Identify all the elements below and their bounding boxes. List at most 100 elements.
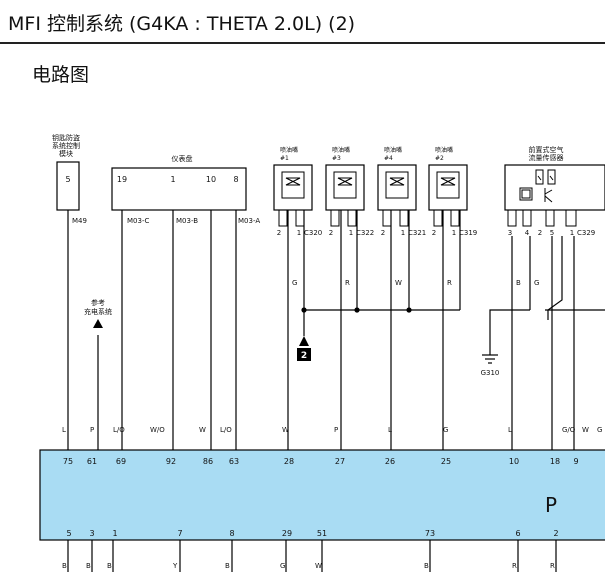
connector-label: C319	[459, 229, 477, 237]
connector-icon	[330, 210, 357, 227]
pin-number: 1	[570, 229, 574, 237]
wire-color: W	[395, 279, 402, 287]
wire-color: R	[512, 562, 517, 570]
ecm-pin: 61	[87, 457, 97, 466]
immobilizer-module: 钥匙防盗 系统控制 模块 5 M49	[52, 133, 87, 225]
component-label: 流量传感器	[529, 153, 564, 162]
splice-dots	[301, 307, 412, 313]
connector-label: M03-B	[176, 217, 198, 225]
ecm-pin: 92	[166, 457, 176, 466]
connector-label: M03-A	[238, 217, 260, 225]
pin-number: 2	[277, 229, 281, 237]
ecm-pin: 3	[89, 529, 94, 538]
wire-color: W/O	[150, 426, 165, 434]
connector-label: C322	[356, 229, 374, 237]
connector-label: C321	[408, 229, 426, 237]
ground: G310	[481, 354, 500, 377]
wire-color: R	[550, 562, 555, 570]
splice-reference: 2	[297, 336, 311, 361]
ecm-pin: 9	[573, 457, 578, 466]
wire-color: B	[107, 562, 112, 570]
pin-number: 1	[401, 229, 405, 237]
pin-number: 2	[381, 229, 385, 237]
wire-color: L	[62, 426, 66, 434]
connector-label: C329	[577, 229, 595, 237]
ecm-pin: 73	[425, 529, 435, 538]
wire-color: W	[582, 426, 589, 434]
ecm-pin: 7	[177, 529, 182, 538]
wire-color: B	[424, 562, 429, 570]
component-label: 钥匙防盗	[52, 133, 80, 142]
wire-color: B	[516, 279, 521, 287]
component-label: 喷油嘴	[435, 146, 453, 154]
ecm-pin: 6	[515, 529, 520, 538]
valve-icon	[440, 177, 456, 186]
wire-color: L	[508, 426, 512, 434]
ecm-pin: 1	[112, 529, 117, 538]
maf-sensor: 前置式空气 流量传感器 3 4 2 5 1 C329	[504, 145, 605, 237]
pin-number: 10	[206, 175, 216, 184]
ecm-pin: 51	[317, 529, 327, 538]
connector-icon	[382, 210, 409, 227]
ecm-label: P	[545, 493, 557, 517]
wire-color: G	[534, 279, 539, 287]
wire-color: B	[62, 562, 67, 570]
pin-number: 1	[349, 229, 353, 237]
component-label: 前置式空气	[529, 145, 564, 154]
wire-color: G	[597, 426, 602, 434]
wiring-diagram: 钥匙防盗 系统控制 模块 5 M49 仪表盘 19 1 10 8 M03-C M…	[39, 133, 605, 572]
wire-color: W	[282, 426, 289, 434]
connector-label: M03-C	[127, 217, 149, 225]
valve-icon	[389, 177, 405, 186]
component-label: #1	[280, 155, 289, 162]
ecm-pin: 86	[203, 457, 213, 466]
pin-number: 8	[233, 175, 238, 184]
pin-number: 5	[550, 229, 554, 237]
wire-color: B	[86, 562, 91, 570]
wire-color: B	[225, 562, 230, 570]
connector-icon	[433, 210, 460, 227]
component-label: 喷油嘴	[332, 146, 350, 154]
wire-color: P	[334, 426, 338, 434]
wire-color: G	[443, 426, 448, 434]
pin-number: 3	[508, 229, 512, 237]
arrow-up-icon	[93, 319, 103, 328]
reference-box	[297, 348, 311, 361]
valve-icon	[285, 177, 301, 186]
charging-system-reference: 参考 充电系统	[84, 298, 112, 328]
ecm-pin: 69	[116, 457, 126, 466]
connector-label: C320	[304, 229, 322, 237]
ground-label: G310	[481, 369, 500, 377]
wire-color: L	[388, 426, 392, 434]
pin-number: 1	[297, 229, 301, 237]
reference-number: 2	[301, 351, 307, 361]
ecm-pin: 28	[284, 457, 294, 466]
wires	[67, 210, 605, 572]
ecm-box	[39, 449, 605, 541]
valve-icon	[337, 177, 353, 186]
wire-color: Y	[172, 562, 178, 570]
ecm-pin: 75	[63, 457, 73, 466]
wire	[547, 236, 563, 320]
wire-color: W	[199, 426, 206, 434]
pin-number: 5	[65, 175, 70, 184]
pin-number: 4	[525, 229, 530, 237]
wire-color: P	[90, 426, 94, 434]
ecm-pin: 5	[66, 529, 71, 538]
wire	[489, 309, 530, 355]
ecm-pin: 26	[385, 457, 395, 466]
splice-dot	[301, 307, 307, 313]
wire-color: R	[345, 279, 350, 287]
component-label: 系统控制	[52, 141, 80, 150]
mid-wire-colors: G R W R B G	[292, 279, 539, 287]
arrow-up-icon	[299, 336, 309, 346]
connector-label: M49	[72, 217, 87, 225]
